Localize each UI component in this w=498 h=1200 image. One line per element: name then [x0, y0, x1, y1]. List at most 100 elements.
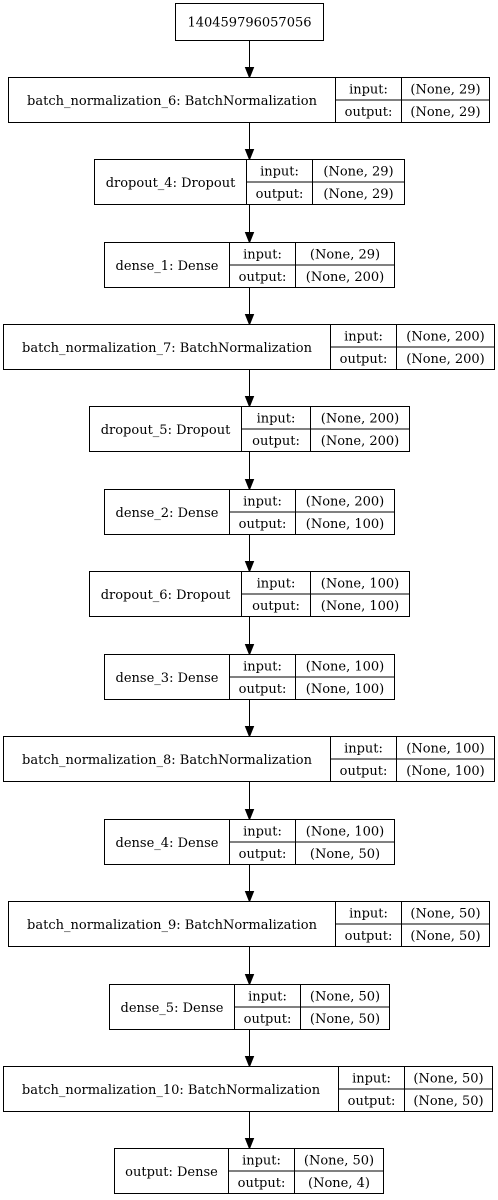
layer-node-dropout-5: dropout_5: Dropout input: output: (None, 20…: [89, 406, 410, 452]
input-node-box: [175, 3, 324, 41]
input-port-label: input:: [257, 412, 296, 427]
output-shape: (None, 100): [306, 682, 385, 697]
input-port-label: input:: [349, 907, 388, 922]
arrow-head-icon: [244, 149, 255, 161]
input-shape: (None, 200): [406, 330, 485, 345]
layer-node-output: output: Dense input: output: (None, 50) (Non…: [114, 1148, 384, 1194]
input-port-label: input:: [257, 577, 296, 592]
arrow-head-icon: [244, 396, 255, 408]
layer-box: [8, 77, 490, 123]
input-port-label: input:: [248, 990, 287, 1005]
input-shape: (None, 29): [310, 248, 380, 263]
output-shape: (None, 50): [310, 847, 380, 862]
input-shape: (None, 50): [304, 1154, 374, 1169]
layer-name: batch_normalization_6: BatchNormalizatio…: [27, 94, 318, 109]
output-shape: (None, 100): [321, 599, 400, 614]
output-port-label: output:: [340, 764, 388, 779]
layer-node-dropout-6: dropout_6: Dropout input: output: (None, 10…: [89, 571, 410, 617]
output-port-label: output:: [256, 187, 304, 202]
input-port-label: input:: [349, 83, 388, 98]
output-port-label: output:: [239, 270, 287, 285]
input-port-label: input:: [243, 825, 282, 840]
input-node-label: 140459796057056: [187, 16, 311, 31]
layer-name: dense_3: Dense: [116, 671, 219, 686]
input-port-label: input:: [242, 1154, 281, 1169]
input-port-label: input:: [243, 248, 282, 263]
layer-list: batch_normalization_6: BatchNormalizatio…: [3, 77, 495, 1194]
arrow-head-icon: [244, 726, 255, 738]
input-shape: (None, 100): [306, 825, 385, 840]
arrow-head-icon: [244, 644, 255, 656]
input-port-label: input:: [243, 495, 282, 510]
output-shape: (None, 200): [406, 352, 485, 367]
input-port-label: input:: [344, 742, 383, 757]
arrow-head-icon: [244, 314, 255, 326]
arrow-head-icon: [244, 974, 255, 986]
output-shape: (None, 4): [308, 1176, 370, 1191]
layer-node-batch-normalization-9: batch_normalization_9: BatchNormalizatio…: [8, 901, 490, 947]
layer-node-dense-3: dense_3: Dense input: output: (None, 100) (N…: [104, 654, 395, 700]
layer-name: dropout_4: Dropout: [106, 176, 236, 191]
output-shape: (None, 100): [406, 764, 485, 779]
arrow-head-icon: [244, 1138, 255, 1150]
output-port-label: output:: [340, 352, 388, 367]
output-port-label: output:: [239, 682, 287, 697]
layer-node-batch-normalization-8: batch_normalization_8: BatchNormalizatio…: [3, 736, 495, 782]
output-port-label: output:: [252, 599, 300, 614]
input-shape: (None, 100): [406, 742, 485, 757]
input-port-label: input:: [352, 1072, 391, 1087]
arrow-head-icon: [244, 809, 255, 821]
layer-name: dropout_6: Dropout: [101, 588, 231, 603]
input-shape: (None, 200): [321, 412, 400, 427]
layer-name: batch_normalization_8: BatchNormalizatio…: [22, 753, 313, 768]
arrow-head-icon: [244, 67, 255, 79]
output-shape: (None, 50): [310, 1012, 380, 1027]
output-shape: (None, 50): [410, 929, 480, 944]
input-port-label: input:: [344, 330, 383, 345]
layer-name: output: Dense: [125, 1165, 218, 1180]
layer-name: dropout_5: Dropout: [101, 423, 231, 438]
output-shape: (None, 29): [323, 187, 393, 202]
layer-name: batch_normalization_9: BatchNormalizatio…: [27, 918, 318, 933]
input-shape: (None, 100): [321, 577, 400, 592]
input-port-label: input:: [260, 165, 299, 180]
arrow-head-icon: [244, 232, 255, 244]
input-port-label: input:: [243, 660, 282, 675]
layer-node-batch-normalization-10: batch_normalization_10: BatchNormalizati…: [3, 1066, 493, 1112]
output-port-label: output:: [345, 105, 393, 120]
layer-node-dropout-4: dropout_4: Dropout input: output: (None, 29…: [94, 159, 405, 205]
output-port-label: output:: [345, 929, 393, 944]
layer-name: batch_normalization_7: BatchNormalizatio…: [22, 341, 313, 356]
output-port-label: output:: [244, 1012, 292, 1027]
layer-name: dense_1: Dense: [116, 259, 219, 274]
output-shape: (None, 29): [410, 105, 480, 120]
output-shape: (None, 50): [413, 1094, 483, 1109]
layer-node-batch-normalization-7: batch_normalization_7: BatchNormalizatio…: [3, 324, 495, 370]
input-shape: (None, 100): [306, 660, 385, 675]
output-port-label: output:: [252, 434, 300, 449]
input-shape: (None, 29): [323, 165, 393, 180]
layer-node-dense-4: dense_4: Dense input: output: (None, 100) (N…: [104, 819, 395, 865]
output-port-label: output:: [348, 1094, 396, 1109]
output-shape: (None, 100): [306, 517, 385, 532]
input-shape: (None, 50): [413, 1072, 483, 1087]
output-shape: (None, 200): [321, 434, 400, 449]
output-port-label: output:: [238, 1176, 286, 1191]
layer-node-batch-normalization-6: batch_normalization_6: BatchNormalizatio…: [8, 77, 490, 123]
layer-name: dense_5: Dense: [121, 1001, 224, 1016]
layer-name: batch_normalization_10: BatchNormalizati…: [22, 1083, 321, 1098]
layer-name: dense_4: Dense: [116, 836, 219, 851]
output-port-label: output:: [239, 517, 287, 532]
arrow-head-icon: [244, 479, 255, 491]
edges: [244, 40, 255, 1150]
arrow-head-icon: [244, 1056, 255, 1068]
input-shape: (None, 50): [310, 990, 380, 1005]
arrow-head-icon: [244, 561, 255, 573]
output-port-label: output:: [239, 847, 287, 862]
input-shape: (None, 200): [306, 495, 385, 510]
layer-name: dense_2: Dense: [116, 506, 219, 521]
layer-box: [114, 1148, 384, 1194]
input-shape: (None, 50): [410, 907, 480, 922]
